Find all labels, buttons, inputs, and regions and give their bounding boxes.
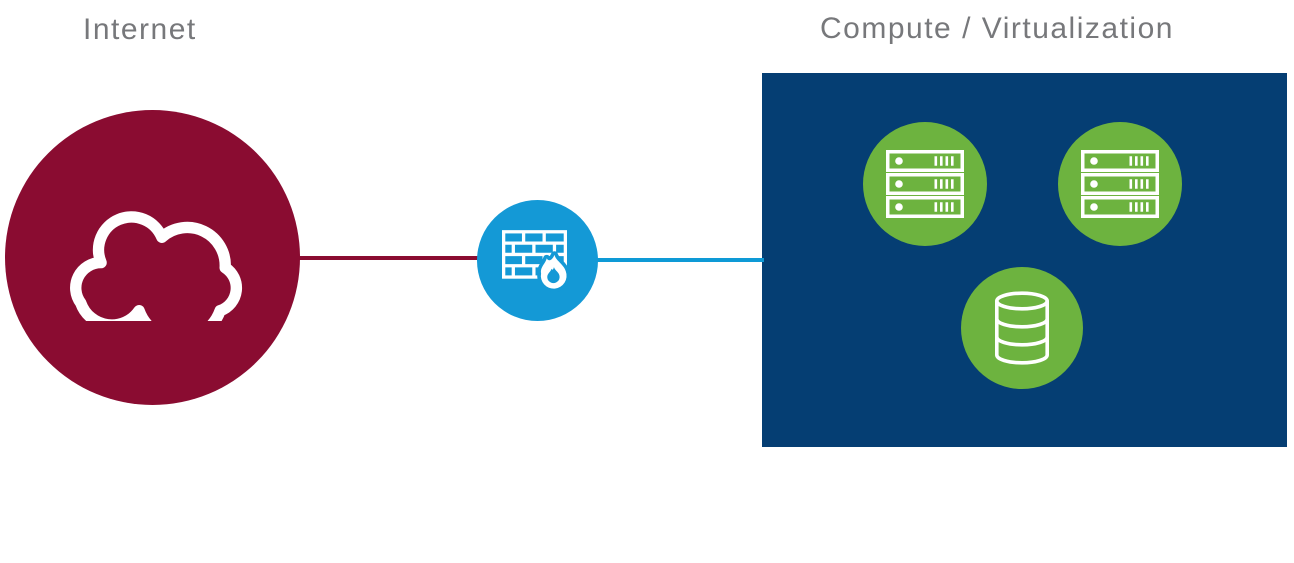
flame-inner — [546, 266, 560, 283]
compute-zone-label: Compute / Virtualization — [820, 12, 1174, 45]
database-icon — [994, 291, 1050, 365]
internet-node — [5, 110, 300, 405]
cloud-icon — [69, 211, 242, 321]
internet-firewall-link — [294, 256, 486, 260]
firewall-compute-link — [596, 258, 764, 262]
database-node — [961, 267, 1083, 389]
server-node-2 — [1058, 122, 1182, 246]
internet-zone-label: Internet — [83, 13, 197, 46]
server-rack-icon — [1081, 150, 1159, 218]
firewall-icon — [501, 229, 570, 292]
firewall-node — [477, 200, 598, 321]
server-rack-icon — [886, 150, 964, 218]
compute-zone-box — [762, 73, 1287, 447]
server-node-1 — [863, 122, 987, 246]
